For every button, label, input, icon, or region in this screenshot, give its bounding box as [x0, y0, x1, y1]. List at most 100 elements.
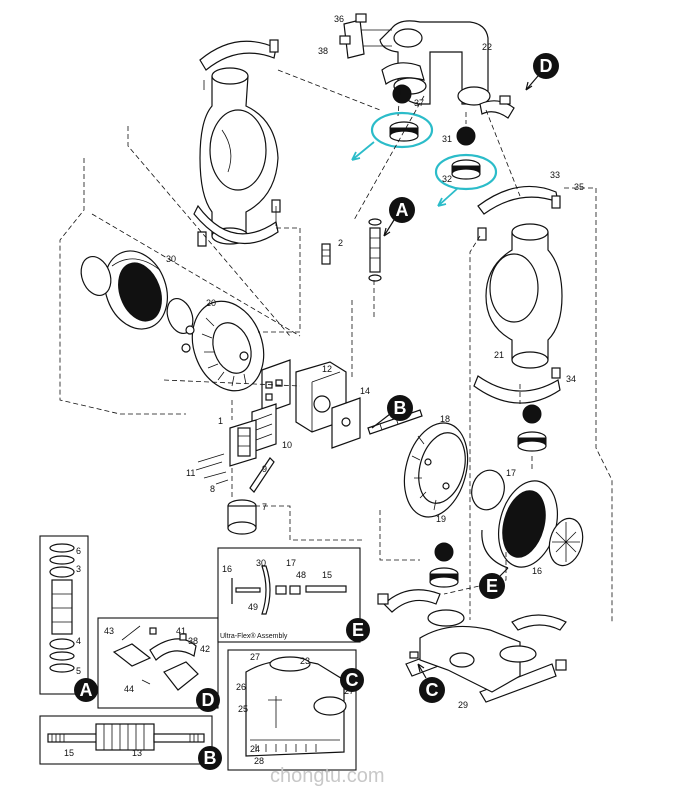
label-27: 27	[250, 652, 260, 662]
ultraflex-brace	[481, 529, 509, 577]
highlight-ring-right	[434, 153, 498, 191]
discharge-manifold	[339, 13, 515, 119]
label-18: 18	[440, 414, 450, 424]
inset-a: A	[39, 535, 98, 702]
label-16-e: 16	[222, 564, 232, 574]
nut-b	[181, 343, 191, 353]
label-21: 21	[494, 350, 504, 360]
label-19: 19	[436, 514, 446, 524]
muffler-plate-9	[249, 457, 275, 493]
nut-a	[185, 325, 195, 335]
backup-plate-17	[471, 469, 505, 511]
label-38-d: 38	[188, 636, 198, 646]
svg-text:B: B	[394, 398, 407, 418]
label-33: 33	[550, 170, 560, 180]
svg-text:D: D	[540, 56, 553, 76]
right-outer-chamber	[473, 185, 563, 404]
inset-c: C	[227, 649, 364, 771]
label-12: 12	[322, 364, 332, 374]
svg-text:D: D	[202, 690, 215, 710]
label-38: 38	[318, 46, 328, 56]
callout-e: E	[479, 573, 505, 599]
backup-diaphragm	[166, 297, 194, 335]
inset-e-caption: Ultra-Flex® Assembly	[220, 632, 288, 640]
label-24: 24	[250, 744, 260, 754]
callout-d: D	[525, 53, 559, 91]
label-43: 43	[104, 626, 114, 636]
label-14: 14	[360, 386, 370, 396]
pilot-spool-a	[368, 218, 382, 282]
label-1: 1	[218, 416, 223, 426]
label-4: 4	[76, 636, 81, 646]
svg-text:C: C	[426, 680, 439, 700]
label-35: 35	[574, 182, 584, 192]
diaphragm-16	[498, 480, 558, 568]
label-6: 6	[76, 546, 81, 556]
svg-text:A: A	[396, 200, 409, 220]
label-25: 25	[238, 704, 248, 714]
screws-11	[195, 453, 227, 479]
label-5: 5	[76, 666, 81, 676]
svg-text:E: E	[352, 620, 364, 640]
gasket-14	[331, 397, 361, 449]
label-9: 9	[262, 464, 267, 474]
nut-c	[239, 351, 249, 361]
inner-plate-18	[403, 422, 469, 518]
label-8: 8	[210, 484, 215, 494]
label-11: 11	[186, 468, 195, 478]
valve-seat-right	[517, 431, 547, 452]
spool-2	[321, 243, 331, 265]
outer-plate-right	[548, 517, 584, 567]
svg-text:B: B	[204, 748, 217, 768]
label-41: 41	[176, 626, 186, 636]
label-27-c: 27	[344, 686, 354, 696]
label-30-e: 30	[256, 558, 266, 568]
label-34: 34	[566, 374, 576, 384]
muffler-7	[227, 499, 257, 535]
label-31: 31	[442, 134, 452, 144]
label-44: 44	[124, 684, 134, 694]
chamber-bolt-left	[197, 231, 207, 247]
svg-text:E: E	[486, 576, 498, 596]
valve-seat-32	[451, 159, 481, 180]
diaphragm-30	[104, 250, 168, 330]
screw-8	[215, 479, 229, 485]
label-2: 2	[338, 238, 343, 248]
inset-d: D	[97, 617, 220, 712]
label-16: 16	[532, 566, 542, 576]
label-23: 23	[300, 656, 310, 666]
label-22: 22	[482, 42, 492, 52]
label-29: 29	[458, 700, 468, 710]
valve-seat-lower	[429, 567, 459, 588]
label-17: 17	[506, 468, 516, 478]
label-15-e: 15	[322, 570, 332, 580]
inner-plate-20	[191, 300, 265, 392]
label-17-e: 17	[286, 558, 296, 568]
inlet-manifold	[377, 589, 567, 703]
label-42: 42	[200, 644, 210, 654]
label-10: 10	[282, 440, 292, 450]
inset-b: B	[39, 715, 222, 770]
label-32: 32	[442, 174, 452, 184]
pilot-sleeve-1	[229, 419, 257, 467]
explosion-lines	[59, 69, 613, 624]
label-26: 26	[236, 682, 246, 692]
outer-plate	[80, 256, 112, 296]
callout-c: C	[417, 663, 445, 703]
label-28: 28	[254, 756, 264, 766]
svg-text:A: A	[80, 680, 93, 700]
svg-text:C: C	[346, 670, 359, 690]
callout-a: A	[383, 197, 415, 237]
check-ball-37	[392, 84, 412, 104]
check-ball-31	[456, 126, 476, 146]
inset-e: Ultra-Flex® Assembly E	[217, 547, 370, 643]
label-15-b: 15	[64, 748, 74, 758]
check-ball-lower	[434, 542, 454, 562]
check-ball-right	[522, 404, 542, 424]
label-48: 48	[296, 570, 306, 580]
label-37: 37	[414, 98, 424, 108]
label-13: 13	[132, 748, 142, 758]
label-7: 7	[262, 502, 267, 512]
